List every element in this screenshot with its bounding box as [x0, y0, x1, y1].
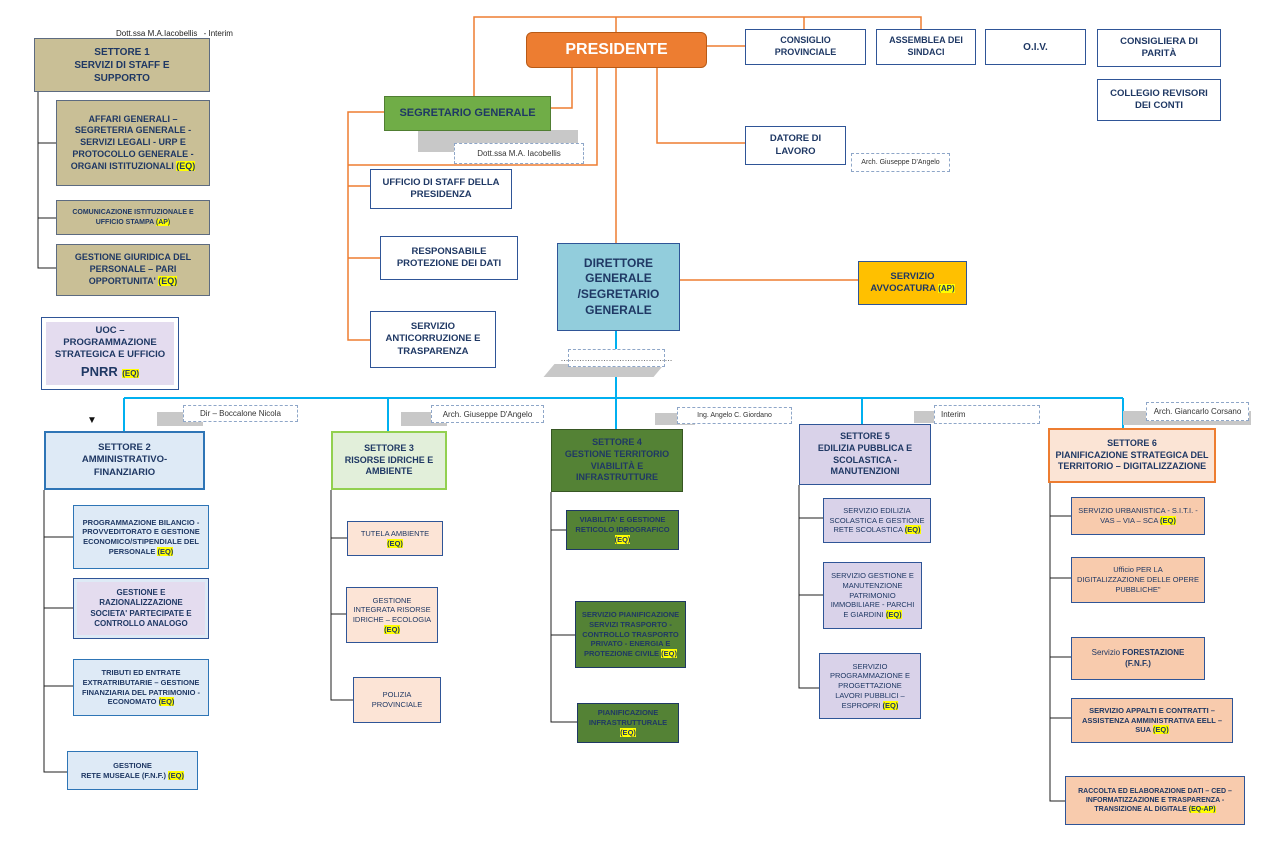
settore4-pianificazione-infrastrutturale[interactable]: PIANIFICAZIONE INFRASTRUTTURALE(EQ): [577, 703, 679, 743]
settore3-idriche-label: GESTIONE INTEGRATA RISORSE IDRICHE – ECO…: [352, 595, 432, 625]
interim-name: Dott.ssa M.A.Iacobellis: [116, 29, 198, 38]
direttore-generale[interactable]: DIRETTORE GENERALE /SEGRETARIO GENERALE: [557, 243, 680, 331]
settore6-forestazione[interactable]: Servizio FORESTAZIONE (F.N.F.): [1071, 637, 1205, 680]
settore3-gestione-risorse-idriche[interactable]: GESTIONE INTEGRATA RISORSE IDRICHE – ECO…: [346, 587, 438, 643]
settore4-infrastrutturale-label: PIANIFICAZIONE INFRASTRUTTURALE: [588, 708, 668, 728]
settore6-appalti-contratti[interactable]: SERVIZIO APPALTI E CONTRATTI – ASSISTENZ…: [1071, 698, 1233, 743]
settore2-programmazione-bilancio[interactable]: PROGRAMMAZIONE BILANCIO - PROVVEDITORATO…: [73, 505, 209, 569]
settore2-tributi[interactable]: TRIBUTI ED ENTRATE EXTRATRIBUTARIE – GES…: [73, 659, 209, 716]
settore1-title[interactable]: SETTORE 1 SERVIZI DI STAFF E SUPPORTO: [34, 38, 210, 92]
eq-tag: (EQ): [158, 697, 175, 707]
eq-tag: (EQ): [882, 700, 899, 710]
datore-lavoro[interactable]: DATORE DI LAVORO: [745, 126, 846, 165]
ap-tag: (AP): [938, 284, 955, 293]
settore6-forestazione-label: FORESTAZIONE (F.N.F.): [1122, 648, 1185, 668]
avvocatura-label: SERVIZIO AVVOCATURA: [870, 270, 936, 294]
settore5-title[interactable]: SETTORE 5 EDILIZIA PUBBLICA E SCOLASTICA…: [799, 424, 931, 485]
eq-tag: (EQ): [1152, 725, 1169, 735]
eq-tag: (EQ): [158, 275, 178, 286]
servizio-anticorruzione[interactable]: SERVIZIO ANTICORRUZIONE E TRASPARENZA: [370, 311, 496, 368]
settore4-title[interactable]: SETTORE 4 GESTIONE TERRITORIO VIABILITÀ …: [551, 429, 683, 492]
interim-note: Dott.ssa M.A.Iacobellis - Interim: [116, 29, 233, 38]
ap-tag: (AP): [155, 218, 171, 226]
eq-ap-tag: (EQ-AP): [1188, 806, 1216, 814]
settore6-urbanistica[interactable]: SERVIZIO URBANISTICA - S.I.T.I. - VAS – …: [1071, 497, 1205, 535]
eq-tag: (EQ): [614, 534, 631, 544]
settore6-digitalizzazione-opere[interactable]: Ufficio PER LA DIGITALIZZAZIONE DELLE OP…: [1071, 557, 1205, 603]
assemblea-sindaci[interactable]: ASSEMBLEA DEI SINDACI: [876, 29, 976, 65]
settore6-raccolta-label: RACCOLTA ED ELABORAZIONE DATI – CED – IN…: [1078, 787, 1232, 814]
settore2-gestione-partecipate[interactable]: GESTIONE E RAZIONALIZZAZIONE SOCIETA' PA…: [73, 578, 209, 639]
uoc-pnrr: PNRR: [80, 363, 118, 379]
eq-tag: (EQ): [176, 160, 196, 171]
uoc-box[interactable]: UOC – PROGRAMMAZIONE STRATEGICA E UFFICI…: [41, 317, 179, 390]
settore6-title[interactable]: SETTORE 6 PIANIFICAZIONE STRATEGICA DEL …: [1048, 428, 1216, 483]
settore3-tutela-label: TUTELA AMBIENTE: [360, 528, 430, 538]
arrow-down-icon: ▼: [87, 415, 97, 426]
eq-tag: (EQ): [661, 649, 677, 659]
settore5-note: Interim: [934, 405, 1040, 424]
settore4-note: Ing. Angelo C. Giordano: [677, 407, 792, 424]
settore3-polizia-provinciale[interactable]: POLIZIA PROVINCIALE: [353, 677, 441, 723]
settore1-comunicazione[interactable]: COMUNICAZIONE ISTITUZIONALE E UFFICIO ST…: [56, 200, 210, 235]
settore5-edilizia-label: SERVIZIO EDILIZIA SCOLASTICA E GESTIONE …: [829, 505, 925, 535]
settore1-affari-generali[interactable]: AFFARI GENERALI – SEGRETERIA GENERALE - …: [56, 100, 210, 186]
oiv-box[interactable]: O.I.V.: [985, 29, 1086, 65]
eq-tag: (EQ): [384, 624, 400, 634]
presidente-box[interactable]: PRESIDENTE: [526, 32, 707, 68]
ufficio-staff-presidenza[interactable]: UFFICIO DI STAFF DELLA PRESIDENZA: [370, 169, 512, 209]
uoc-label: UOC – PROGRAMMAZIONE STRATEGICA E UFFICI…: [54, 324, 166, 361]
eq-tag: (EQ): [387, 538, 403, 548]
eq-tag: (EQ): [157, 546, 174, 556]
consigliera-parita[interactable]: CONSIGLIERA DI PARITÀ: [1097, 29, 1221, 67]
settore6-raccolta-dati[interactable]: RACCOLTA ED ELABORAZIONE DATI – CED – IN…: [1065, 776, 1245, 825]
datore-note: Arch. Giuseppe D'Angelo: [851, 153, 950, 172]
collegio-revisori[interactable]: COLLEGIO REVISORI DEI CONTI: [1097, 79, 1221, 121]
settore4-viabilita[interactable]: VIABILITA' E GESTIONE RETICOLO IDROGRAFI…: [566, 510, 679, 550]
settore3-title[interactable]: SETTORE 3 RISORSE IDRICHE E AMBIENTE: [331, 431, 447, 490]
settore5-programmazione-lavori[interactable]: SERVIZIO PROGRAMMAZIONE E PROGETTAZIONE …: [819, 653, 921, 719]
settore1-comunicazione-label: COMUNICAZIONE ISTITUZIONALE E UFFICIO ST…: [72, 209, 194, 226]
segretario-generale[interactable]: SEGRETARIO GENERALE: [384, 96, 551, 131]
settore2-programmazione-label: PROGRAMMAZIONE BILANCIO - PROVVEDITORATO…: [82, 517, 200, 556]
eq-tag: (EQ): [620, 727, 636, 737]
settore1-gestione-giuridica-label: GESTIONE GIURIDICA DEL PERSONALE – PARI …: [74, 252, 192, 286]
settore2-partecipate-label: GESTIONE E RAZIONALIZZAZIONE SOCIETA' PA…: [77, 582, 205, 635]
settore3-tutela-ambiente[interactable]: TUTELA AMBIENTE(EQ): [347, 521, 443, 556]
settore1-gestione-giuridica[interactable]: GESTIONE GIURIDICA DEL PERSONALE – PARI …: [56, 244, 210, 296]
settore6-forestazione-prefix: Servizio: [1091, 648, 1121, 658]
settore4-trasporti-label: SERVIZIO PIANIFICAZIONE SERVIZI TRASPORT…: [581, 610, 680, 659]
eq-tag: (EQ): [885, 610, 902, 620]
consiglio-provinciale[interactable]: CONSIGLIO PROVINCIALE: [745, 29, 866, 65]
settore4-pianificazione-trasporti[interactable]: SERVIZIO PIANIFICAZIONE SERVIZI TRASPORT…: [575, 601, 686, 668]
eq-tag: (EQ): [122, 368, 140, 378]
servizio-avvocatura[interactable]: SERVIZIO AVVOCATURA (AP): [858, 261, 967, 305]
settore6-urbanistica-label: SERVIZIO URBANISTICA - S.I.T.I. - VAS – …: [1078, 506, 1198, 525]
eq-tag: (EQ): [904, 525, 921, 535]
settore4-viabilita-label: VIABILITA' E GESTIONE RETICOLO IDROGRAFI…: [575, 515, 670, 535]
interim-suffix: - Interim: [203, 29, 233, 38]
direttore-note: ……………………………………: [561, 349, 673, 367]
settore2-title[interactable]: SETTORE 2 AMMINISTRATIVO- FINANZIARIO: [44, 431, 205, 490]
settore2-tributi-label: TRIBUTI ED ENTRATE EXTRATRIBUTARIE – GES…: [81, 668, 201, 707]
settore6-appalti-label: SERVIZIO APPALTI E CONTRATTI – ASSISTENZ…: [1081, 705, 1222, 735]
settore2-rete-museale[interactable]: GESTIONE RETE MUSEALE (F.N.F.) (EQ): [67, 751, 198, 790]
responsabile-protezione-dati[interactable]: RESPONSABILE PROTEZIONE DEI DATI: [380, 236, 518, 280]
settore6-note: Arch. Giancarlo Corsano: [1146, 402, 1249, 421]
eq-tag: (EQ): [1160, 516, 1176, 525]
settore1-affari-generali-label: AFFARI GENERALI – SEGRETERIA GENERALE - …: [70, 113, 194, 171]
settore5-edilizia-scolastica[interactable]: SERVIZIO EDILIZIA SCOLASTICA E GESTIONE …: [823, 498, 931, 543]
segretario-note: Dott.ssa M.A. Iacobellis: [454, 143, 584, 164]
settore5-patrimonio-label: SERVIZIO GESTIONE E MANUTENZIONE PATRIMO…: [830, 571, 915, 620]
settore2-note: Dir – Boccalone Nicola: [183, 405, 298, 422]
settore5-lavori-label: SERVIZIO PROGRAMMAZIONE E PROGETTAZIONE …: [829, 661, 910, 710]
settore2-museale-label: GESTIONE RETE MUSEALE (F.N.F.): [81, 760, 167, 780]
settore3-note: Arch. Giuseppe D'Angelo: [431, 405, 544, 423]
eq-tag: (EQ): [168, 770, 184, 780]
settore5-gestione-patrimonio[interactable]: SERVIZIO GESTIONE E MANUTENZIONE PATRIMO…: [823, 562, 922, 629]
